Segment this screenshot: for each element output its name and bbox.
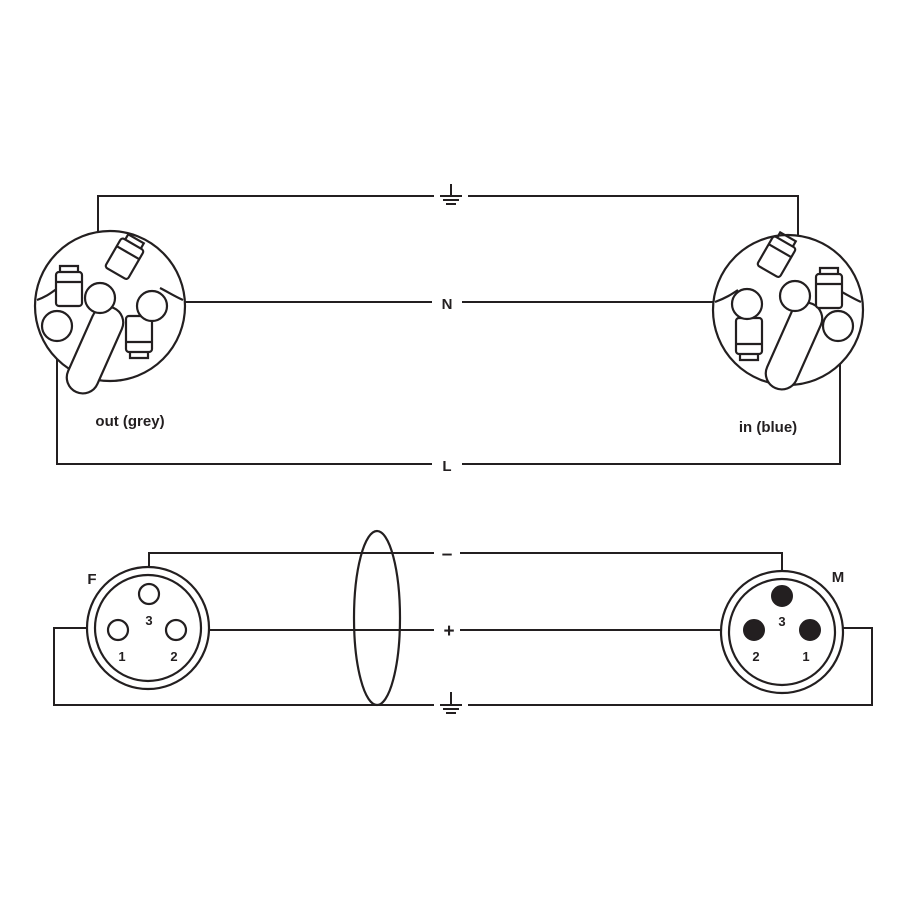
female-pin-3 (137, 582, 161, 606)
xlr-male-connector: 3 2 1 M (719, 569, 845, 695)
male-label: M (832, 569, 845, 586)
terminal-n (124, 289, 169, 360)
female-pin-1 (106, 618, 130, 642)
cable-shield-ellipse (352, 529, 402, 707)
female-label: F (87, 571, 96, 588)
ground-icon (440, 692, 462, 714)
connector-out-grey: out (grey) (33, 229, 187, 430)
female-pin-2-label: 2 (170, 649, 177, 664)
male-pin-3 (771, 585, 793, 607)
male-pin-1 (799, 619, 821, 641)
xlr-cable-section: – + 3 1 2 F (53, 529, 873, 714)
male-pin-3-label: 3 (778, 614, 785, 629)
terminal-n-in (730, 287, 764, 362)
in-connector-label: in (blue) (739, 419, 797, 436)
terminal-l-in (814, 266, 855, 343)
plus-label: + (443, 621, 454, 642)
wire-minus (148, 552, 783, 594)
female-pin-3-label: 3 (145, 613, 152, 628)
male-pin-2-label: 2 (752, 649, 759, 664)
female-pin-1-label: 1 (118, 649, 125, 664)
minus-label: – (442, 544, 453, 565)
ground-icon (440, 184, 462, 205)
male-pin-2 (743, 619, 765, 641)
wire-l-label: L (442, 458, 451, 475)
male-pin-1-label: 1 (802, 649, 809, 664)
wire-n-label: N (442, 296, 453, 313)
wire-ground-top (97, 195, 799, 272)
connector-in-blue: in (blue) (711, 230, 865, 436)
female-pin-2 (164, 618, 188, 642)
power-cable-section: N L (33, 184, 865, 475)
out-connector-label: out (grey) (95, 413, 164, 430)
wire-l (56, 318, 841, 465)
xlr-female-connector: 3 1 2 F (85, 565, 211, 691)
terminal-l (40, 264, 84, 343)
terminal-ground (104, 232, 146, 280)
terminal-ground-in (756, 230, 798, 278)
